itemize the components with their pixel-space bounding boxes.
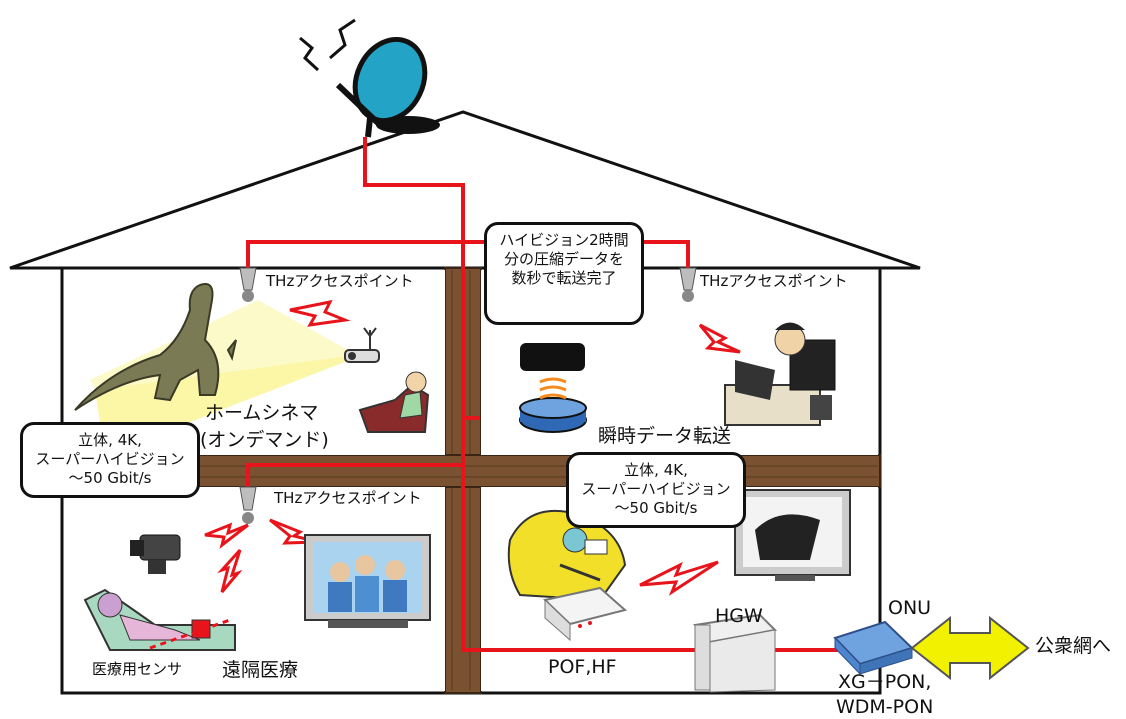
- instant-transfer-label: 瞬時データ転送: [598, 425, 732, 447]
- dinosaur-icon: [74, 283, 237, 411]
- tv-screen-icon: [734, 489, 851, 581]
- thz-ap-label-top-right: THzアクセスポイント: [700, 272, 848, 290]
- pof-hf-label: POF,HF: [548, 656, 617, 678]
- satellite-dish-icon: [299, 18, 440, 138]
- router-icon: [542, 586, 628, 642]
- armchair-viewer-icon: [507, 509, 627, 602]
- hgw-tower-icon: [693, 613, 778, 693]
- home-cinema-label: ホームシネマ: [205, 402, 319, 424]
- ceiling-antenna-icon: [239, 267, 697, 524]
- medical-sensor-label: 医療用センサ: [92, 660, 183, 678]
- stereo-bubble-left: 立体, 4K, スーパーハイビジョン ～50 Gbit/s: [20, 422, 200, 498]
- hivision-bubble: ハイビジョン2時間 分の圧縮データを 数秒で転送完了: [484, 222, 644, 325]
- public-network-label[interactable]: 公衆網へ: [1035, 635, 1112, 657]
- pon-label-1: XG－PON,: [838, 671, 932, 693]
- thz-ap-label-top-left: THzアクセスポイント: [266, 272, 414, 290]
- projector-icon: [344, 327, 380, 363]
- hgw-label: HGW: [715, 605, 763, 627]
- wireless-signal-icon: [204, 299, 741, 596]
- camcorder-icon: [130, 534, 181, 574]
- stereo-bubble-right: 立体, 4K, スーパーハイビジョン ～50 Gbit/s: [566, 452, 746, 528]
- storage-device-icon: [519, 343, 587, 433]
- patient-bed-icon: [83, 588, 236, 651]
- pon-label-2: WDM-PON: [836, 696, 934, 718]
- laptop-user-icon: [724, 322, 836, 426]
- public-network-arrow[interactable]: [910, 615, 1030, 681]
- armchair-viewer-icon: [358, 371, 430, 433]
- tv-screen-icon: [304, 534, 431, 628]
- thz-ap-label-bottom-left: THzアクセスポイント: [274, 489, 422, 507]
- fiber-lines: [246, 137, 888, 652]
- home-cinema-sub-label: (オンデマンド): [200, 429, 329, 451]
- remote-medical-label: 遠隔医療: [222, 659, 299, 681]
- onu-label: ONU: [888, 597, 932, 619]
